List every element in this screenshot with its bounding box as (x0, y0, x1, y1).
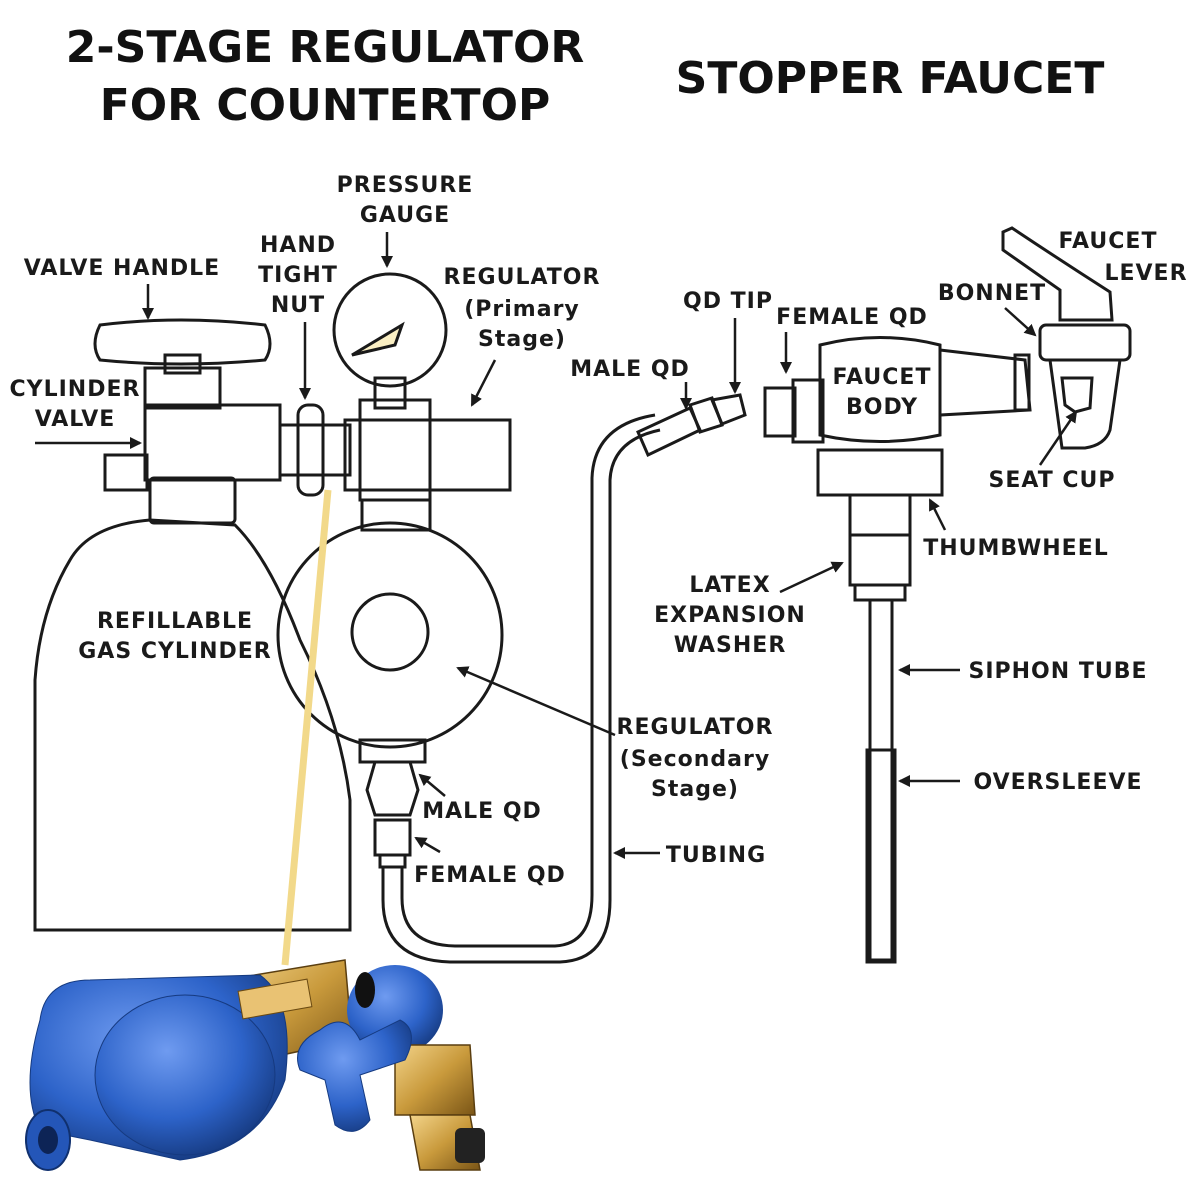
label-oversleeve: OVERSLEEVE (973, 770, 1142, 795)
label-refillable-cylinder-1: REFILLABLE (97, 609, 253, 634)
hand-tight-nut (278, 403, 352, 497)
pressure-gauge (332, 272, 448, 410)
valve-handle (93, 318, 272, 375)
upper-qd-assembly (636, 393, 747, 458)
callout-line (281, 489, 332, 966)
label-tubing: TUBING (666, 843, 766, 868)
lower-qd-assembly (365, 760, 420, 869)
label-female-qd-upper: FEMALE QD (776, 305, 928, 330)
label-siphon-tube: SIPHON TUBE (968, 659, 1147, 684)
label-hand-tight-nut-1: HAND (260, 233, 336, 258)
label-refillable-cylinder-2: GAS CYLINDER (78, 639, 272, 664)
arrow-female-qd-lower (414, 836, 441, 854)
label-cylinder-valve-2: VALVE (35, 407, 116, 432)
label-valve-handle: VALVE HANDLE (24, 256, 220, 281)
label-thumbwheel: THUMBWHEEL (923, 536, 1109, 561)
label-female-qd-lower: FEMALE QD (414, 863, 566, 888)
label-latex-washer-2: EXPANSION (654, 603, 806, 628)
arrow-bonnet (1004, 307, 1037, 337)
label-hand-tight-nut-3: NUT (271, 293, 325, 318)
arrow-regulator-primary (470, 359, 497, 407)
label-latex-washer-3: WASHER (674, 633, 787, 658)
label-faucet-lever-2: LEVER (1104, 261, 1187, 286)
arrow-male-qd-lower (418, 773, 446, 797)
title-left-line2: FOR COUNTERTOP (100, 80, 551, 131)
label-regulator-secondary-3: Stage) (651, 777, 739, 802)
label-pressure-gauge-1: PRESSURE (337, 173, 474, 198)
label-qd-tip: QD TIP (683, 289, 773, 314)
label-faucet-body-2: BODY (846, 395, 918, 420)
tubing (381, 413, 661, 964)
stopper-faucet (763, 226, 1132, 964)
label-faucet-body-1: FAUCET (833, 365, 932, 390)
cylinder-valve (103, 366, 282, 492)
label-regulator-primary-1: REGULATOR (444, 265, 601, 290)
gas-cylinder (33, 476, 352, 932)
regulator-primary (343, 398, 512, 532)
label-regulator-secondary-1: REGULATOR (617, 715, 774, 740)
label-seat-cup: SEAT CUP (989, 468, 1116, 493)
label-pressure-gauge-2: GAUGE (360, 203, 450, 228)
label-bonnet: BONNET (938, 281, 1046, 306)
label-regulator-secondary-2: (Secondary (620, 747, 770, 772)
arrow-seat-cup (1038, 410, 1078, 466)
title-left-line1: 2-STAGE REGULATOR (66, 22, 584, 73)
label-faucet-lever-1: FAUCET (1059, 229, 1158, 254)
arrow-thumbwheel (928, 498, 947, 531)
title-right: STOPPER FAUCET (676, 53, 1105, 104)
regulator-photo (25, 959, 485, 1171)
label-male-qd-lower: MALE QD (422, 799, 542, 824)
arrow-regulator-secondary (456, 666, 616, 737)
arrow-latex-washer (779, 561, 844, 594)
label-regulator-primary-3: Stage) (478, 327, 566, 352)
label-regulator-primary-2: (Primary (464, 297, 580, 322)
label-hand-tight-nut-2: TIGHT (258, 263, 338, 288)
label-male-qd-upper: MALE QD (570, 357, 690, 382)
label-latex-washer-1: LATEX (689, 573, 770, 598)
label-cylinder-valve-1: CYLINDER (10, 377, 141, 402)
